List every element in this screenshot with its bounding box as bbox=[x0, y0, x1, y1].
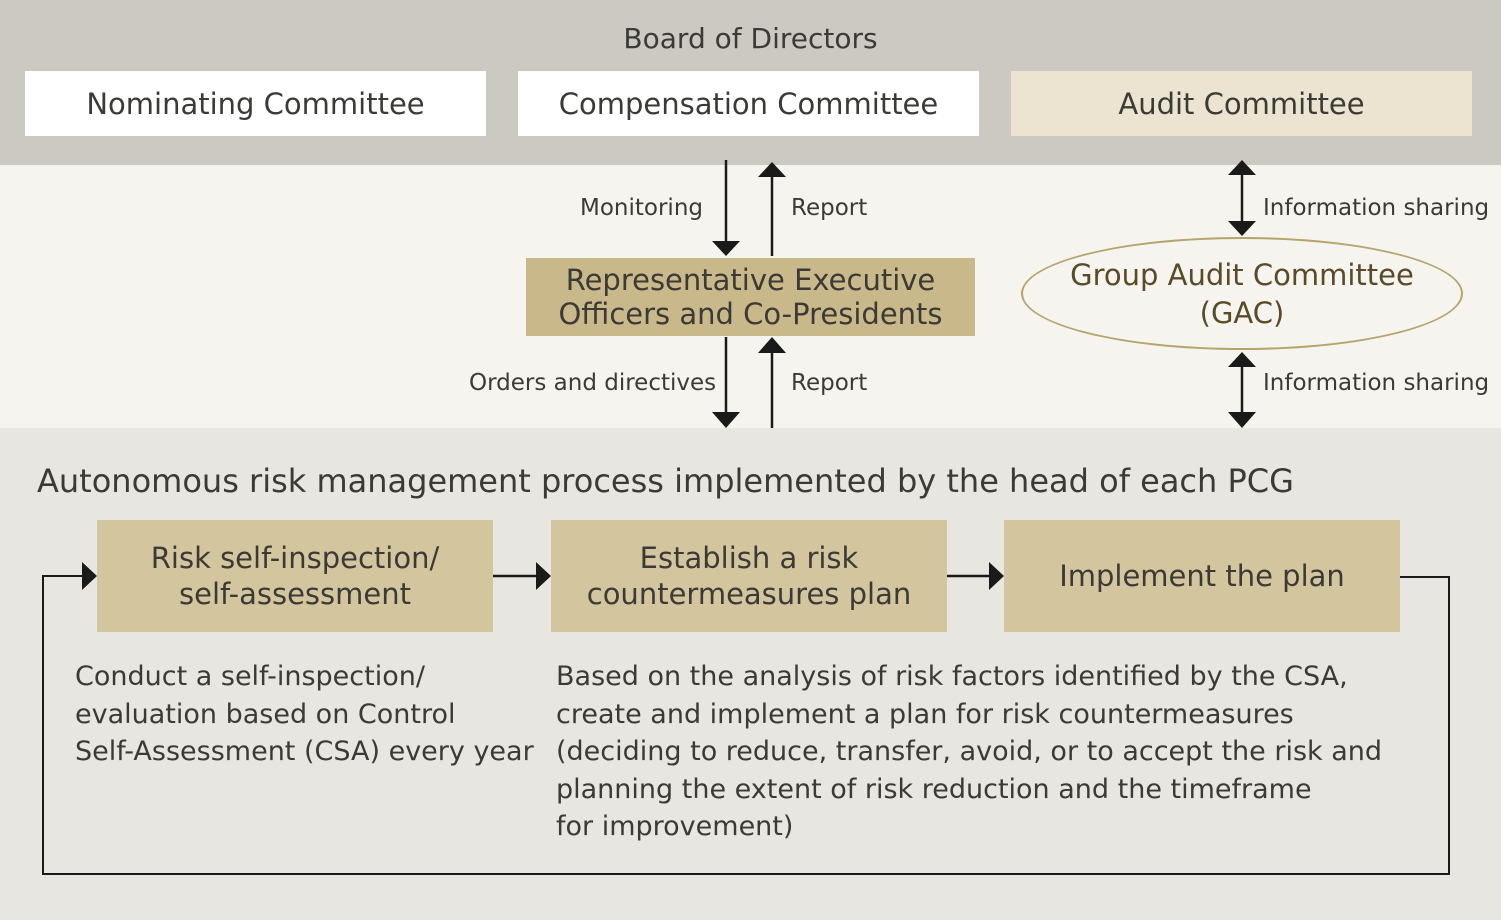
audit-committee-label: Audit Committee bbox=[1118, 86, 1365, 121]
arrowhead bbox=[712, 241, 740, 256]
arrowhead bbox=[758, 162, 786, 177]
arrowhead bbox=[1228, 160, 1256, 175]
arrowhead bbox=[1228, 412, 1256, 428]
information-sharing-lower-label: Information sharing bbox=[1263, 370, 1490, 396]
arrowhead bbox=[536, 562, 551, 590]
desc1-line: Self-Assessment (CSA) every year bbox=[75, 736, 534, 767]
countermeasures-description: Based on the analysis of risk factors id… bbox=[556, 658, 1382, 846]
process-title: Autonomous risk management process imple… bbox=[37, 462, 1294, 500]
gac-line1: Group Audit Committee bbox=[1070, 257, 1414, 292]
nominating-committee-box: Nominating Committee bbox=[25, 71, 486, 136]
step1-line1: Risk self-inspection/ bbox=[150, 541, 440, 575]
monitoring-label: Monitoring bbox=[580, 195, 703, 221]
board-title: Board of Directors bbox=[623, 21, 878, 55]
desc2-line: create and implement a plan for risk cou… bbox=[556, 698, 1294, 730]
self-assessment-description: Conduct a self-inspection/ evaluation ba… bbox=[75, 658, 534, 771]
step2-line2: countermeasures plan bbox=[586, 577, 912, 611]
desc2-line: for improvement) bbox=[556, 811, 794, 842]
representative-executives-box: Representative Executive Officers and Co… bbox=[526, 258, 975, 336]
process-band bbox=[0, 428, 1501, 920]
compensation-committee-box: Compensation Committee bbox=[518, 71, 979, 136]
step-implement-plan-box: Implement the plan bbox=[1004, 520, 1400, 632]
arrowhead bbox=[758, 337, 786, 353]
arrowhead bbox=[1228, 221, 1256, 236]
orders-directives-label: Orders and directives bbox=[469, 370, 717, 396]
desc2-line: (deciding to reduce, transfer, avoid, or… bbox=[556, 736, 1383, 767]
arrowhead bbox=[1228, 352, 1256, 367]
information-sharing-upper-label: Information sharing bbox=[1263, 195, 1490, 221]
compensation-committee-label: Compensation Committee bbox=[558, 86, 939, 121]
gac-line2: (GAC) bbox=[1199, 295, 1285, 330]
desc1-line: evaluation based on Control bbox=[75, 698, 456, 730]
feedback-loop-line bbox=[42, 575, 1450, 875]
step1-line2: self-assessment bbox=[179, 577, 411, 611]
representative-executives-line1: Representative Executive bbox=[565, 263, 936, 297]
desc2-line: planning the extent of risk reduction an… bbox=[556, 773, 1312, 805]
audit-committee-box: Audit Committee bbox=[1011, 71, 1472, 136]
desc1-line: Conduct a self-inspection/ bbox=[75, 661, 425, 692]
group-audit-committee-ellipse: Group Audit Committee (GAC) bbox=[1021, 237, 1463, 350]
nominating-committee-label: Nominating Committee bbox=[86, 86, 425, 121]
step-establish-plan-box: Establish a risk countermeasures plan bbox=[551, 520, 947, 632]
representative-executives-line2: Officers and Co-Presidents bbox=[558, 297, 943, 331]
arrowhead bbox=[712, 412, 740, 428]
arrowhead bbox=[82, 562, 97, 590]
step3-line1: Implement the plan bbox=[1059, 559, 1345, 593]
desc2-line: Based on the analysis of risk factors id… bbox=[556, 661, 1348, 692]
report-lower-label: Report bbox=[791, 370, 868, 396]
report-upper-label: Report bbox=[791, 195, 868, 221]
step-self-assessment-box: Risk self-inspection/ self-assessment bbox=[97, 520, 493, 632]
arrowhead bbox=[989, 562, 1004, 590]
step2-line1: Establish a risk bbox=[639, 541, 859, 575]
